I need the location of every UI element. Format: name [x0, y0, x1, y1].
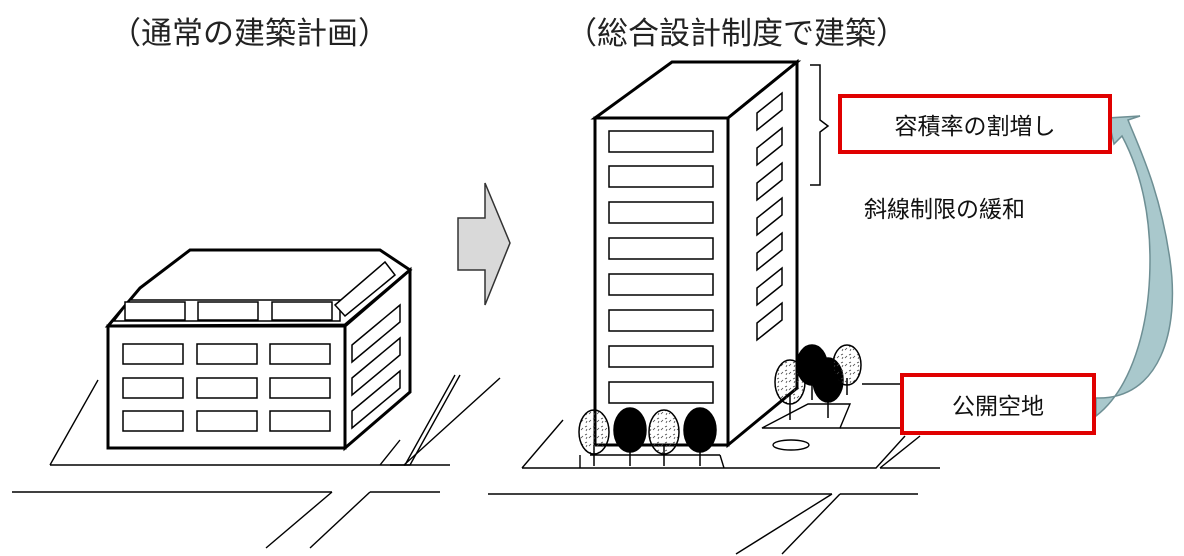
tall-building [590, 58, 802, 449]
far-bonus-text: 容積率の割増し [894, 114, 1056, 140]
bracket [810, 64, 830, 186]
far-bonus-label: 容積率の割増し [838, 94, 1112, 154]
right-arrow-icon [457, 182, 511, 306]
curved-arrow-icon [1095, 115, 1174, 418]
normal-building [104, 248, 413, 452]
open-space-label: 公開空地 [900, 373, 1096, 435]
right-ground [488, 383, 940, 555]
tree-icon [578, 344, 862, 466]
open-space-text: 公開空地 [952, 394, 1044, 420]
normal-plan-heading: （通常の建築計画） [110, 16, 389, 52]
slant-relax-label: 斜線制限の緩和 [864, 197, 1025, 223]
comprehensive-design-heading: （総合設計制度で建築） [566, 16, 907, 52]
left-ground [12, 374, 501, 549]
